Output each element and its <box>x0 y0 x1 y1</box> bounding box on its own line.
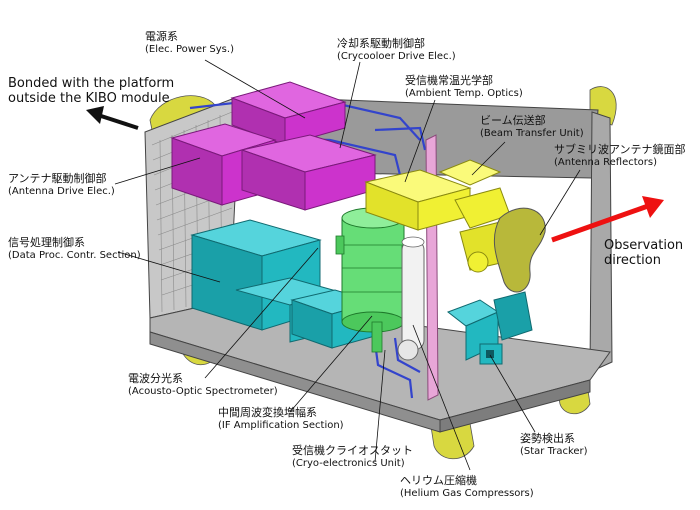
label-if-amp: 中間周波変換増幅系 (IF Amplification Section) <box>218 406 344 432</box>
box-floor-edge-right <box>439 379 591 433</box>
label-power: 電源系 (Elec. Power Sys.) <box>145 30 234 56</box>
ambient-optics <box>364 169 472 231</box>
bonded-arrow <box>86 106 139 130</box>
observation-arrow <box>551 196 664 243</box>
power-supply-box <box>230 81 347 146</box>
label-aos-jp: 電波分光系 <box>128 372 183 385</box>
label-cryo-drive: 冷却系駆動制御部 (Crycooloer Drive Elec.) <box>337 37 456 63</box>
label-cryo-drive-jp: 冷却系駆動制御部 <box>337 37 425 50</box>
label-if-amp-en: (IF Amplification Section) <box>218 420 344 431</box>
label-power-en: (Elec. Power Sys.) <box>145 44 234 55</box>
label-power-jp: 電源系 <box>145 30 178 43</box>
leader-lines <box>114 59 581 471</box>
bonded-annotation: Bonded with the platform outside the KIB… <box>8 76 174 106</box>
label-star: 姿勢検出系 (Star Tracker) <box>520 432 588 458</box>
label-aos: 電波分光系 (Acousto-Optic Spectrometer) <box>128 372 278 398</box>
label-data-proc-en: (Data Proc. Contr. Section) <box>8 250 141 261</box>
observation-line-1: Observation <box>604 238 684 253</box>
label-reflector: サブミリ波アンテナ鏡面部 (Antenna Reflectors) <box>554 143 686 169</box>
label-data-proc-jp: 信号処理制御系 <box>8 236 85 249</box>
star-tracker <box>446 291 533 365</box>
observation-annotation: Observation direction <box>604 238 683 268</box>
label-beam: ビーム伝送部 (Beam Transfer Unit) <box>480 114 584 140</box>
label-helium: ヘリウム圧縮機 (Helium Gas Compressors) <box>400 474 534 500</box>
label-cryo-unit: 受信機クライオスタット (Cryo-electronics Unit) <box>292 444 413 470</box>
label-if-amp-jp: 中間周波変換増幅系 <box>218 406 317 419</box>
label-helium-jp: ヘリウム圧縮機 <box>400 474 477 487</box>
label-antenna-drive-en: (Antenna Drive Elec.) <box>8 186 115 197</box>
label-ambient: 受信機常温光学部 (Ambient Temp. Optics) <box>405 74 523 100</box>
label-ambient-jp: 受信機常温光学部 <box>405 74 493 87</box>
helium-compressors <box>397 236 425 361</box>
bonded-line-1: Bonded with the platform <box>8 76 175 91</box>
label-reflector-jp: サブミリ波アンテナ鏡面部 <box>554 143 686 156</box>
cryocooler-drive-box <box>240 134 377 211</box>
label-cryo-unit-en: (Cryo-electronics Unit) <box>292 458 405 469</box>
label-ambient-en: (Ambient Temp. Optics) <box>405 88 523 99</box>
label-star-jp: 姿勢検出系 <box>520 432 575 445</box>
label-antenna-drive: アンテナ駆動制御部 (Antenna Drive Elec.) <box>8 172 115 198</box>
bonded-line-2: outside the KIBO module <box>8 91 170 106</box>
label-beam-en: (Beam Transfer Unit) <box>480 128 584 139</box>
label-star-en: (Star Tracker) <box>520 446 588 457</box>
label-aos-en: (Acousto-Optic Spectrometer) <box>128 386 278 397</box>
label-cryo-unit-jp: 受信機クライオスタット <box>292 444 413 457</box>
label-antenna-drive-jp: アンテナ駆動制御部 <box>8 172 107 185</box>
observation-line-2: direction <box>604 253 661 268</box>
beam-transfer-unit <box>438 159 511 273</box>
label-data-proc: 信号処理制御系 (Data Proc. Contr. Section) <box>8 236 141 262</box>
box-right-wall <box>589 111 613 373</box>
label-beam-jp: ビーム伝送部 <box>480 114 546 127</box>
label-cryo-drive-en: (Crycooloer Drive Elec.) <box>337 51 456 62</box>
label-helium-en: (Helium Gas Compressors) <box>400 488 534 499</box>
label-reflector-en: (Antenna Reflectors) <box>554 157 657 168</box>
antenna-reflector <box>493 207 546 293</box>
